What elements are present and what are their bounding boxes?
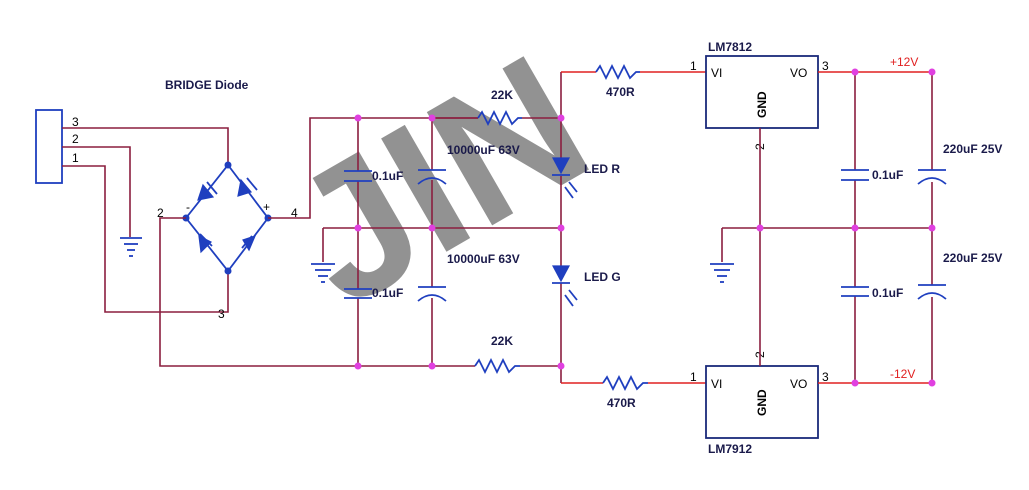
wire-bridge-minus xyxy=(159,217,475,367)
input-connector xyxy=(35,109,63,184)
cap-label-small-bot: 0.1uF xyxy=(372,286,403,300)
cap-label-big-top: 10000uF 63V xyxy=(447,143,520,157)
lm7812-vi: VI xyxy=(711,66,722,80)
capacitor-0.1uF-top xyxy=(344,170,372,182)
lm7912-pin-out: 3 xyxy=(822,370,829,384)
resistor-470r-bottom xyxy=(602,374,648,392)
wire-pin1-bridge-bottom xyxy=(62,165,229,313)
wire-bridge-plus xyxy=(268,117,478,219)
bridge-label: BRIDGE Diode xyxy=(165,78,249,92)
capacitor-out-220uF-bottom xyxy=(917,284,947,300)
regulator-lm7912 xyxy=(705,365,819,439)
lm7812-vo: VO xyxy=(790,66,807,80)
bridge-pin-3: 3 xyxy=(218,307,225,321)
led-green-label: LED G xyxy=(584,270,621,284)
regulator-lm7812 xyxy=(705,55,819,129)
output-positive-label: +12V xyxy=(890,55,918,69)
lm7812-name: LM7812 xyxy=(708,40,752,54)
lm7912-vo: VO xyxy=(790,377,807,391)
led-red xyxy=(552,157,578,199)
connector-pin-1: 1 xyxy=(72,151,79,165)
ground-symbol-output xyxy=(710,263,734,283)
resistor-470r-top xyxy=(595,63,640,81)
out-cap-big-top-label: 220uF 25V xyxy=(943,142,1002,156)
bridge-pin-4: 4 xyxy=(291,206,298,220)
led-red-label: LED R xyxy=(584,162,620,176)
wire-pin2-ground xyxy=(62,146,131,237)
capacitor-0.1uF-bottom xyxy=(344,288,372,299)
resistor-22k-top xyxy=(477,109,522,127)
cap-label-small-top: 0.1uF xyxy=(372,169,403,183)
res-470r-top-label: 470R xyxy=(606,85,635,99)
lm7812-gnd: GND xyxy=(755,91,769,118)
res-22k-top-label: 22K xyxy=(491,88,513,102)
bridge-rectifier xyxy=(182,161,272,275)
resistor-22k-bottom xyxy=(474,357,520,375)
capacitor-out-0.1uF-top xyxy=(841,169,869,181)
lm7912-pin-in: 1 xyxy=(690,370,697,384)
lm7912-gnd: GND xyxy=(755,389,769,416)
lm7912-vi: VI xyxy=(711,377,722,391)
out-cap-small-top-label: 0.1uF xyxy=(872,168,903,182)
connector-pin-3: 3 xyxy=(72,115,79,129)
lm7912-name: LM7912 xyxy=(708,442,752,456)
led-green xyxy=(552,265,578,307)
capacitor-10000uF-bottom xyxy=(417,286,447,302)
bridge-plus: + xyxy=(263,200,270,214)
lm7812-pin-out: 3 xyxy=(822,59,829,73)
capacitor-10000uF-top xyxy=(417,169,447,185)
capacitor-out-220uF-top xyxy=(917,169,947,185)
capacitor-out-0.1uF-bottom xyxy=(841,286,869,297)
cap-label-big-bot: 10000uF 63V xyxy=(447,252,520,266)
junctions xyxy=(354,68,936,387)
connector-pin-2: 2 xyxy=(72,132,79,146)
ground-symbol-connector xyxy=(120,237,142,257)
bridge-pin-2: 2 xyxy=(157,206,164,220)
wire-pin3-bridge-top xyxy=(62,127,229,165)
out-cap-small-bot-label: 0.1uF xyxy=(872,286,903,300)
ground-symbol-filter xyxy=(311,263,335,283)
out-cap-big-bot-label: 220uF 25V xyxy=(943,251,1002,265)
res-470r-bottom-label: 470R xyxy=(607,396,636,410)
res-22k-bottom-label: 22K xyxy=(491,334,513,348)
bridge-minus: - xyxy=(186,200,190,214)
lm7812-pin-in: 1 xyxy=(690,59,697,73)
output-negative-label: -12V xyxy=(890,367,915,381)
